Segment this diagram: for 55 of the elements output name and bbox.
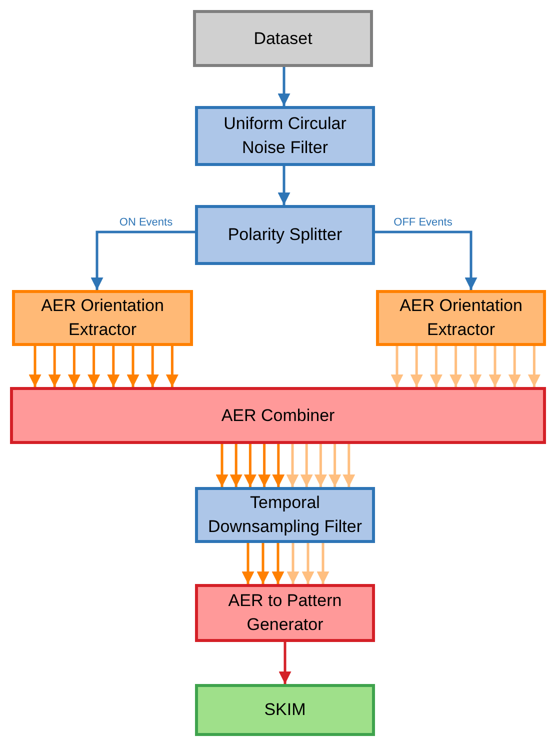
process-box [376,290,546,346]
arrow [328,444,342,487]
node-label: AER to Pattern Generator [227,590,343,636]
process-box [195,584,375,642]
node-label: Uniform Circular Noise Filter [222,113,348,159]
process-box [195,487,375,543]
arrow [90,230,195,290]
process-box [195,106,375,166]
arrow [316,543,330,584]
arrow [314,444,327,487]
arrow [258,444,271,487]
arrow [375,230,478,290]
arrow [216,444,228,487]
node-label: Temporal Downsampling Filter [207,492,363,538]
arrow [390,346,404,387]
process-box [195,205,375,265]
arrow [272,543,284,584]
arrow [488,346,502,387]
process-box [10,387,546,444]
arrow [410,346,423,387]
arrow [286,543,300,584]
node-label: Polarity Splitter [228,224,342,246]
arrow [302,543,314,584]
node-label: SKIM [264,699,306,721]
arrow [48,346,61,387]
node-label: Dataset [254,28,312,50]
arrow [244,444,256,487]
arrow [28,346,42,387]
arrow [450,346,462,387]
arrow [88,346,100,387]
arrow [166,346,178,387]
arrow [508,346,521,387]
arrow [300,444,313,487]
arrow [342,444,356,487]
arrow [126,346,140,387]
arrow [146,346,159,387]
arrow [469,346,482,387]
arrow [242,543,254,584]
node-label: AER Orientation Extractor [40,295,165,341]
node-label: AER Combiner [221,404,335,426]
arrow [278,67,290,106]
process-box [12,290,193,346]
arrow [272,444,285,487]
arrow [528,346,540,387]
arrow [256,543,270,584]
arrow [278,166,290,205]
arrow [230,444,242,487]
node-label: AER Orientation Extractor [398,295,524,341]
arrow [286,444,299,487]
arrow [430,346,442,387]
arrow [107,346,120,387]
arrow [278,642,292,684]
input-box [193,10,373,67]
arrow [68,346,80,387]
output-box [195,684,375,736]
